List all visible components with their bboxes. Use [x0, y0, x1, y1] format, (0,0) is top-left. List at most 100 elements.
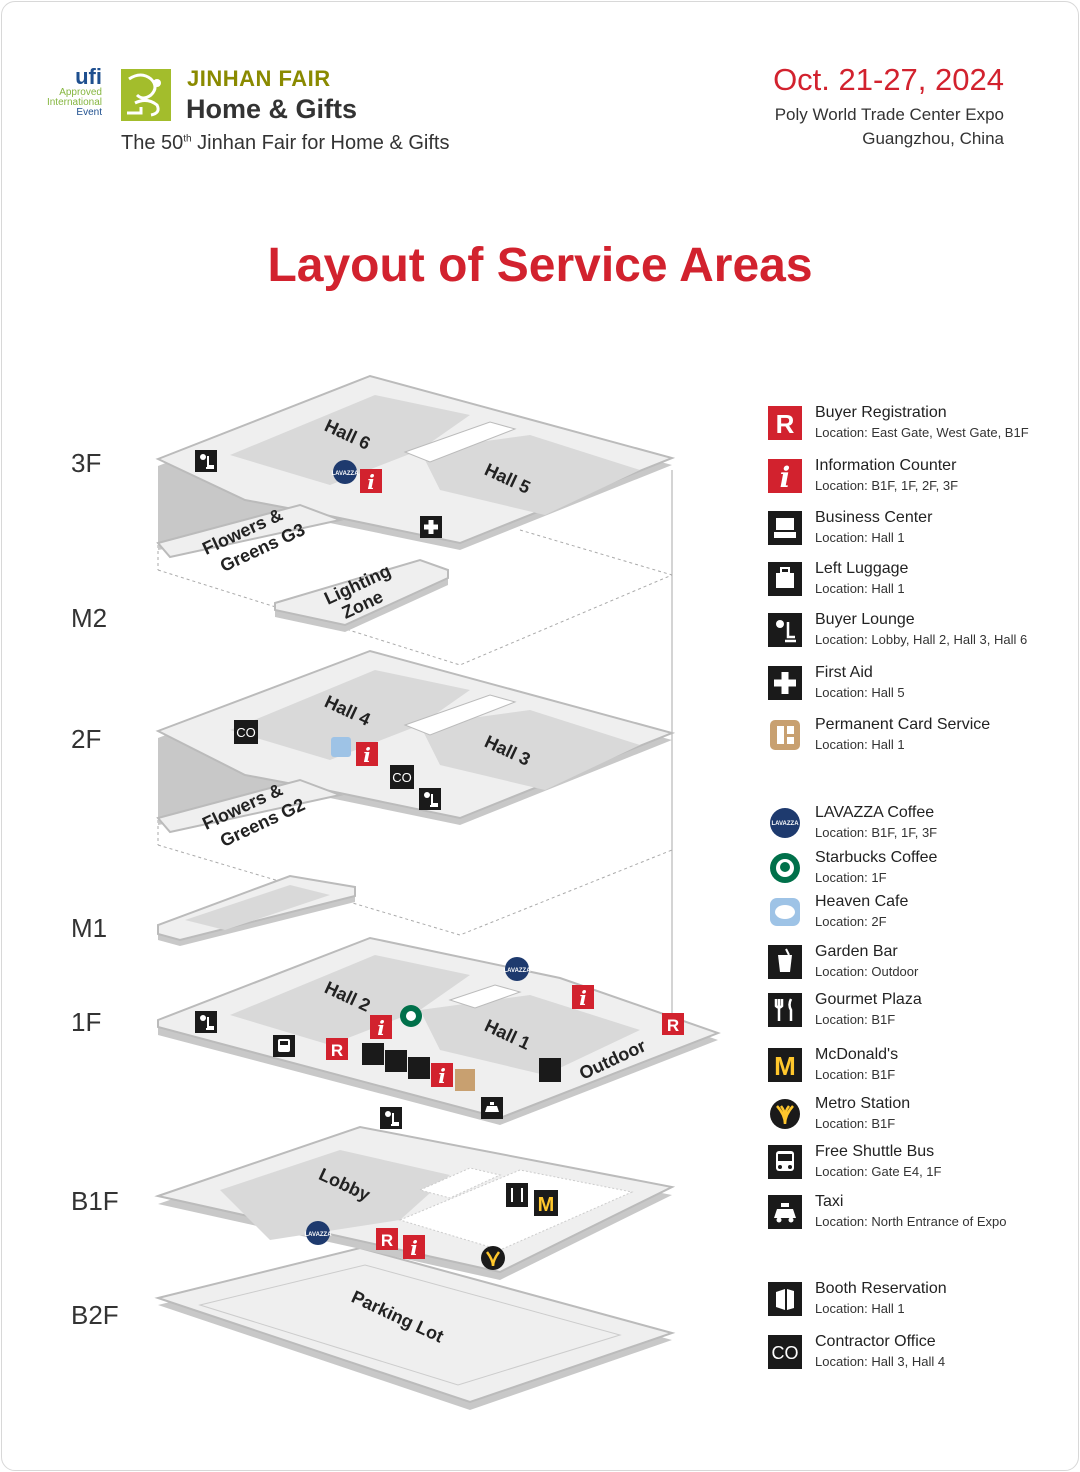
legend-name: LAVAZZA Coffee: [815, 804, 935, 821]
taxi-icon: [768, 1195, 802, 1229]
floor-m2: Lighting Zone: [274, 558, 449, 632]
legend-location: Location: North Entrance of Expo: [815, 1214, 1007, 1229]
card-service-icon: [770, 720, 800, 750]
legend-location: Location: B1F: [815, 1012, 896, 1027]
legend-item: LAVAZZA LAVAZZA Coffee Location: B1F, 1F…: [768, 804, 1068, 848]
floor-m1: [157, 874, 356, 946]
legend-location: Location: B1F: [815, 1067, 896, 1082]
floor-label-b2f: B2F: [71, 1300, 119, 1330]
floor-b1f: Lobby M: [154, 1106, 676, 1280]
legend-item: M McDonald's Location: B1F: [768, 1046, 1068, 1090]
legend-name: Garden Bar: [815, 943, 898, 960]
legend-name: Taxi: [815, 1193, 844, 1210]
svg-text:i: i: [780, 461, 791, 493]
luggage-icon: [768, 562, 802, 596]
legend-item: Free Shuttle Bus Location: Gate E4, 1F: [768, 1143, 1068, 1187]
legend-location: Location: B1F, 1F, 3F: [815, 825, 938, 840]
booth-reservation-icon: [768, 1282, 802, 1316]
ufi-line: International: [46, 97, 102, 108]
legend-item: Gourmet Plaza Location: B1F: [768, 991, 1068, 1035]
legend-location: Location: Lobby, Hall 2, Hall 3, Hall 6: [815, 632, 1028, 647]
legend-name: Starbucks Coffee: [815, 849, 938, 866]
legend-name: Permanent Card Service: [815, 716, 991, 733]
lavazza-icon: LAVAZZA: [770, 808, 800, 838]
legend-item: i Information Counter Location: B1F, 1F,…: [768, 457, 1068, 501]
legend-name: First Aid: [815, 664, 873, 681]
legend-item: Permanent Card Service Location: Hall 1: [768, 716, 1068, 760]
legend-item: CO Contractor Office Location: Hall 3, H…: [768, 1333, 1068, 1377]
jinhan-logo-icon: [121, 69, 171, 121]
legend-item: Metro Station Location: B1F: [768, 1095, 1068, 1139]
brand-name: JINHAN FAIR: [187, 66, 331, 91]
legend-name: Gourmet Plaza: [815, 991, 922, 1008]
svg-text:R: R: [776, 409, 795, 439]
fair-date: Oct. 21-27, 2024: [773, 62, 1004, 97]
legend-location: Location: Gate E4, 1F: [815, 1164, 942, 1179]
legend-name: Free Shuttle Bus: [815, 1143, 935, 1160]
floor-plan-map: i R CO LAVAZZA Parking Lot Lobby: [154, 374, 721, 1410]
ufi-logo-icon: ufi: [75, 64, 102, 89]
first-aid-icon: [768, 666, 802, 700]
legend-item: R Buyer Registration Location: East Gate…: [768, 404, 1068, 448]
garden-bar-icon: [768, 945, 802, 979]
legend-location: Location: Hall 5: [815, 685, 905, 700]
legend-item: First Aid Location: Hall 5: [768, 664, 1068, 708]
shuttle-bus-icon: [768, 1145, 802, 1179]
legend-item: Business Center Location: Hall 1: [768, 509, 1068, 553]
information-icon: i: [768, 459, 802, 493]
legend-name: Metro Station: [815, 1095, 911, 1112]
legend-location: Location: Hall 3, Hall 4: [815, 1354, 946, 1369]
floor-label-3f: 3F: [71, 448, 102, 478]
legend-location: Location: East Gate, West Gate, B1F: [815, 425, 1029, 440]
registration-icon: R: [768, 406, 802, 440]
ufi-line: Event: [76, 107, 102, 118]
legend-item: Left Luggage Location: Hall 1: [768, 560, 1068, 604]
legend-item: Starbucks Coffee Location: 1F: [768, 849, 1068, 893]
legend-item: Booth Reservation Location: Hall 1: [768, 1280, 1068, 1324]
floor-b2f: Parking Lot: [154, 1246, 676, 1410]
buyer-lounge-icon: [768, 613, 802, 647]
legend-name: Booth Reservation: [815, 1280, 947, 1297]
contractor-office-icon: CO: [768, 1335, 802, 1369]
legend-name: Information Counter: [815, 457, 957, 474]
legend-item: Garden Bar Location: Outdoor: [768, 943, 1068, 987]
legend-location: Location: 2F: [815, 914, 887, 929]
legend-location: Location: 1F: [815, 870, 887, 885]
legend-name: Buyer Lounge: [815, 611, 915, 628]
svg-text:M: M: [538, 1194, 555, 1216]
fair-tagline: The 50th Jinhan Fair for Home & Gifts: [121, 132, 450, 154]
legend-name: Buyer Registration: [815, 404, 947, 421]
legend-item: Taxi Location: North Entrance of Expo: [768, 1193, 1068, 1237]
legend-location: Location: B1F, 1F, 2F, 3F: [815, 478, 959, 493]
floor-label-b1f: B1F: [71, 1186, 119, 1216]
floor-label-2f: 2F: [71, 724, 102, 754]
floor-2f: Hall 4 Hall 3 Flowers & Greens G2: [155, 649, 676, 851]
venue: Poly World Trade Center Expo Guangzhou, …: [775, 103, 1004, 151]
gourmet-icon: [768, 993, 802, 1027]
legend-name: Left Luggage: [815, 560, 909, 577]
legend-location: Location: Outdoor: [815, 964, 919, 979]
ufi-line: Approved: [59, 87, 102, 98]
svg-text:CO: CO: [772, 1343, 799, 1363]
floor-label-1f: 1F: [71, 1007, 102, 1037]
ufi-badge: ufi Approved International Event: [38, 66, 102, 118]
legend-name: Contractor Office: [815, 1333, 936, 1350]
mcdonalds-icon: M: [768, 1048, 802, 1082]
venue-line: Poly World Trade Center Expo: [774, 105, 1004, 124]
svg-text:M: M: [774, 1051, 796, 1081]
venue-line: Guangzhou, China: [862, 129, 1004, 148]
floor-label-m2: M2: [71, 603, 108, 633]
legend-name: Business Center: [815, 509, 933, 526]
floor-1f: Hall 2 Hall 1 Outdoor: [157, 936, 721, 1125]
legend-location: Location: Hall 1: [815, 1301, 905, 1316]
business-center-icon: [768, 511, 802, 545]
legend-name: McDonald's: [815, 1046, 899, 1063]
legend-item: Buyer Lounge Location: Lobby, Hall 2, Ha…: [768, 611, 1068, 655]
metro-icon: [770, 1099, 800, 1129]
legend-location: Location: Hall 1: [815, 737, 905, 752]
legend-location: Location: Hall 1: [815, 581, 905, 596]
heaven-cafe-icon: [770, 898, 800, 926]
legend-item: Heaven Cafe Location: 2F: [768, 893, 1068, 937]
legend-location: Location: Hall 1: [815, 530, 905, 545]
